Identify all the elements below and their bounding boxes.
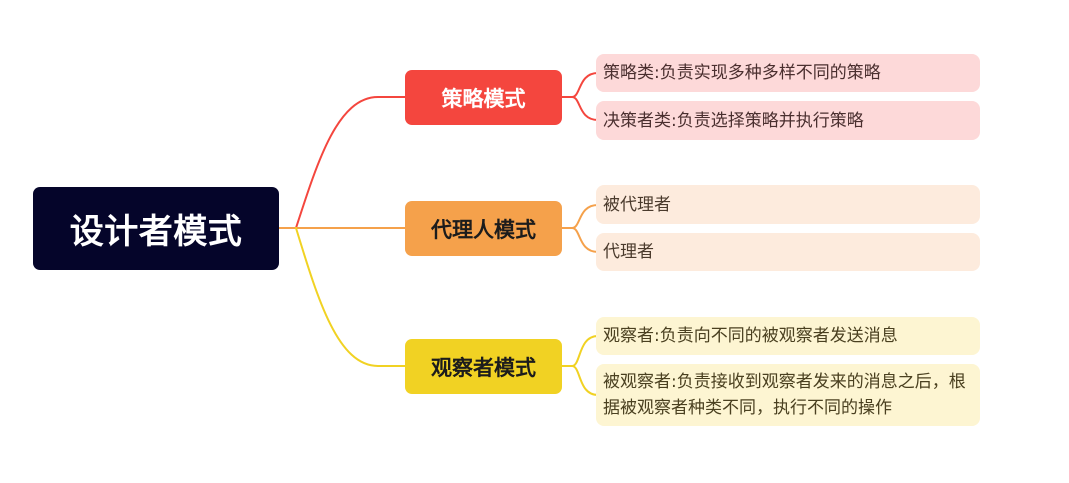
connector-observer-to-leaf-2	[571, 365, 599, 396]
leaf-node-text: 策略类:负责实现多种多样不同的策略	[603, 63, 881, 83]
leaf-node-observer[interactable]: 观察者:负责向不同的被观察者发送消息	[596, 317, 980, 355]
connector-strategy-to-leaf-1	[561, 72, 599, 98]
connector-proxy-to-leaf-2	[571, 227, 599, 253]
branch-node-label: 观察者模式	[431, 355, 536, 380]
leaf-node-decider-class[interactable]: 决策者类:负责选择策略并执行策略	[596, 101, 980, 140]
connector-proxy-to-leaf-1	[561, 204, 599, 229]
branch-node-strategy[interactable]: 策略模式	[405, 70, 562, 125]
leaf-node-strategy-class[interactable]: 策略类:负责实现多种多样不同的策略	[596, 54, 980, 92]
branch-node-label: 代理人模式	[431, 217, 536, 242]
leaf-node-text: 被观察者:负责接收到观察者发来的消息之后，根据被观察者种类不同，执行不同的操作	[603, 372, 966, 418]
leaf-node-text: 被代理者	[603, 194, 671, 215]
connector-strategy-to-leaf-2	[571, 96, 599, 121]
leaf-node-proxy[interactable]: 代理者	[596, 233, 980, 271]
branch-node-proxy[interactable]: 代理人模式	[405, 201, 562, 256]
connector-observer-to-leaf-1	[561, 335, 599, 367]
connector-root-to-observer	[295, 227, 407, 367]
leaf-node-text: 观察者:负责向不同的被观察者发送消息	[603, 326, 898, 346]
leaf-node-text: 决策者类:负责选择策略并执行策略	[603, 110, 864, 131]
branch-node-label: 策略模式	[441, 86, 526, 111]
leaf-node-text: 代理者	[603, 242, 654, 262]
leaf-node-proxied[interactable]: 被代理者	[596, 185, 980, 224]
connector-root-to-strategy	[295, 96, 407, 229]
branch-node-observer[interactable]: 观察者模式	[405, 339, 562, 394]
root-node-label: 设计者模式	[69, 212, 243, 252]
root-node[interactable]: 设计者模式	[33, 187, 279, 270]
leaf-node-observed[interactable]: 被观察者:负责接收到观察者发来的消息之后，根据被观察者种类不同，执行不同的操作	[596, 364, 980, 426]
